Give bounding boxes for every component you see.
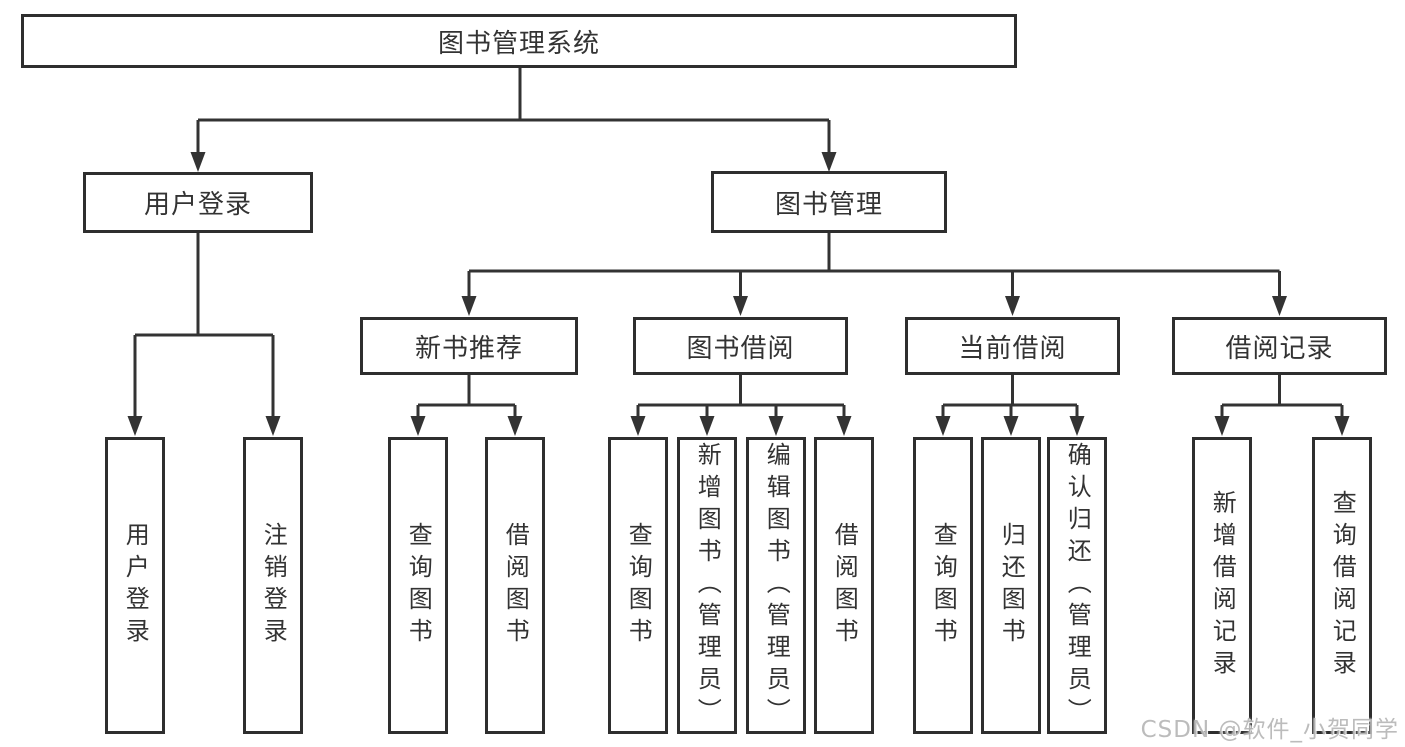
- leaf-cb-return-book-label: 归还图书: [997, 521, 1026, 650]
- connector-root: [190, 68, 837, 172]
- leaf-user-login: 用户登录: [105, 437, 165, 734]
- leaf-br-add-record-label: 新增借阅记录: [1208, 489, 1237, 682]
- leaf-bb-query-book-label: 查询图书: [624, 521, 653, 650]
- node-book-management-label: 图书管理: [774, 189, 883, 220]
- connector-book-management: [461, 233, 1287, 316]
- node-book-management: 图书管理: [711, 171, 947, 233]
- node-user-login: 用户登录: [83, 172, 313, 233]
- leaf-cb-return-book: 归还图书: [981, 437, 1041, 734]
- node-root-label: 图书管理系统: [437, 28, 600, 59]
- leaf-rec-borrow-book-label: 借阅图书: [501, 521, 530, 650]
- node-book-borrow: 图书借阅: [633, 317, 848, 375]
- node-current-borrow: 当前借阅: [905, 317, 1120, 375]
- leaf-br-add-record: 新增借阅记录: [1192, 437, 1252, 734]
- leaf-logout: 注销登录: [243, 437, 303, 734]
- node-user-login-label: 用户登录: [143, 190, 252, 220]
- leaf-cb-query-book-label: 查询图书: [929, 521, 958, 650]
- leaf-rec-borrow-book: 借阅图书: [485, 437, 545, 734]
- leaf-bb-borrow-book-label: 借阅图书: [830, 521, 859, 650]
- leaf-cb-confirm-return-admin: 确认归还（管理员）: [1047, 437, 1107, 734]
- node-borrow-record-label: 借阅记录: [1225, 333, 1334, 364]
- connector-user-login: [127, 233, 281, 436]
- leaf-logout-label: 注销登录: [259, 521, 288, 650]
- node-current-borrow-label: 当前借阅: [958, 333, 1067, 364]
- connector-book-borrow: [630, 375, 852, 436]
- connector-borrow-record: [1214, 375, 1350, 436]
- leaf-bb-borrow-book: 借阅图书: [814, 437, 874, 734]
- leaf-bb-add-book-admin: 新增图书（管理员）: [677, 437, 737, 734]
- leaf-br-query-record-label: 查询借阅记录: [1328, 489, 1357, 682]
- leaf-user-login-label: 用户登录: [121, 521, 150, 650]
- leaf-bb-edit-book-admin: 编辑图书（管理员）: [746, 437, 806, 734]
- leaf-br-query-record: 查询借阅记录: [1312, 437, 1372, 734]
- leaf-rec-query-book-label: 查询图书: [404, 521, 433, 650]
- connector-current-borrow: [935, 375, 1085, 436]
- leaf-cb-confirm-return-admin-label: 确认归还（管理员）: [1063, 441, 1092, 730]
- node-new-book-recommend: 新书推荐: [360, 317, 578, 375]
- leaf-bb-add-book-admin-label: 新增图书（管理员）: [693, 441, 722, 730]
- node-root: 图书管理系统: [21, 14, 1017, 68]
- connector-new-book-recommend: [410, 375, 523, 436]
- node-borrow-record: 借阅记录: [1172, 317, 1387, 375]
- node-new-book-recommend-label: 新书推荐: [414, 333, 523, 364]
- leaf-bb-edit-book-admin-label: 编辑图书（管理员）: [762, 441, 791, 730]
- leaf-rec-query-book: 查询图书: [388, 437, 448, 734]
- leaf-bb-query-book: 查询图书: [608, 437, 668, 734]
- node-book-borrow-label: 图书借阅: [686, 333, 795, 364]
- leaf-cb-query-book: 查询图书: [913, 437, 973, 734]
- csdn-watermark: CSDN @软件_小贺同学: [1140, 717, 1399, 743]
